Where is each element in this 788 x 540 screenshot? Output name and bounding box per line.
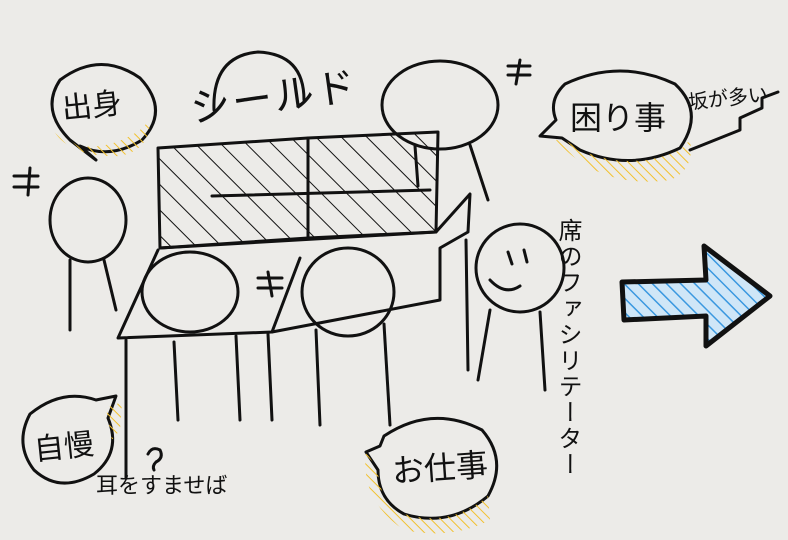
table-top [116,192,472,340]
person-back-center [212,50,306,112]
person-front-right-head [300,246,396,338]
mimi-label: 耳をすませば [96,474,228,499]
person-facilitator-head [474,222,566,314]
oshigoto-label: お仕事 [390,445,490,491]
person-left-head [48,176,128,264]
bubble-jiman [21,394,118,485]
arrow-right-icon [619,243,773,349]
jiman-label: 自慢 [32,426,96,469]
komari-label: 困り事 [570,99,667,137]
person-front-left-head [140,250,240,334]
bubble-komari [538,69,693,162]
shutsushin-label: 出身 [60,85,124,128]
facilitator-label: 席のファシリテーター [554,218,582,478]
person-back-right-head [380,59,500,151]
